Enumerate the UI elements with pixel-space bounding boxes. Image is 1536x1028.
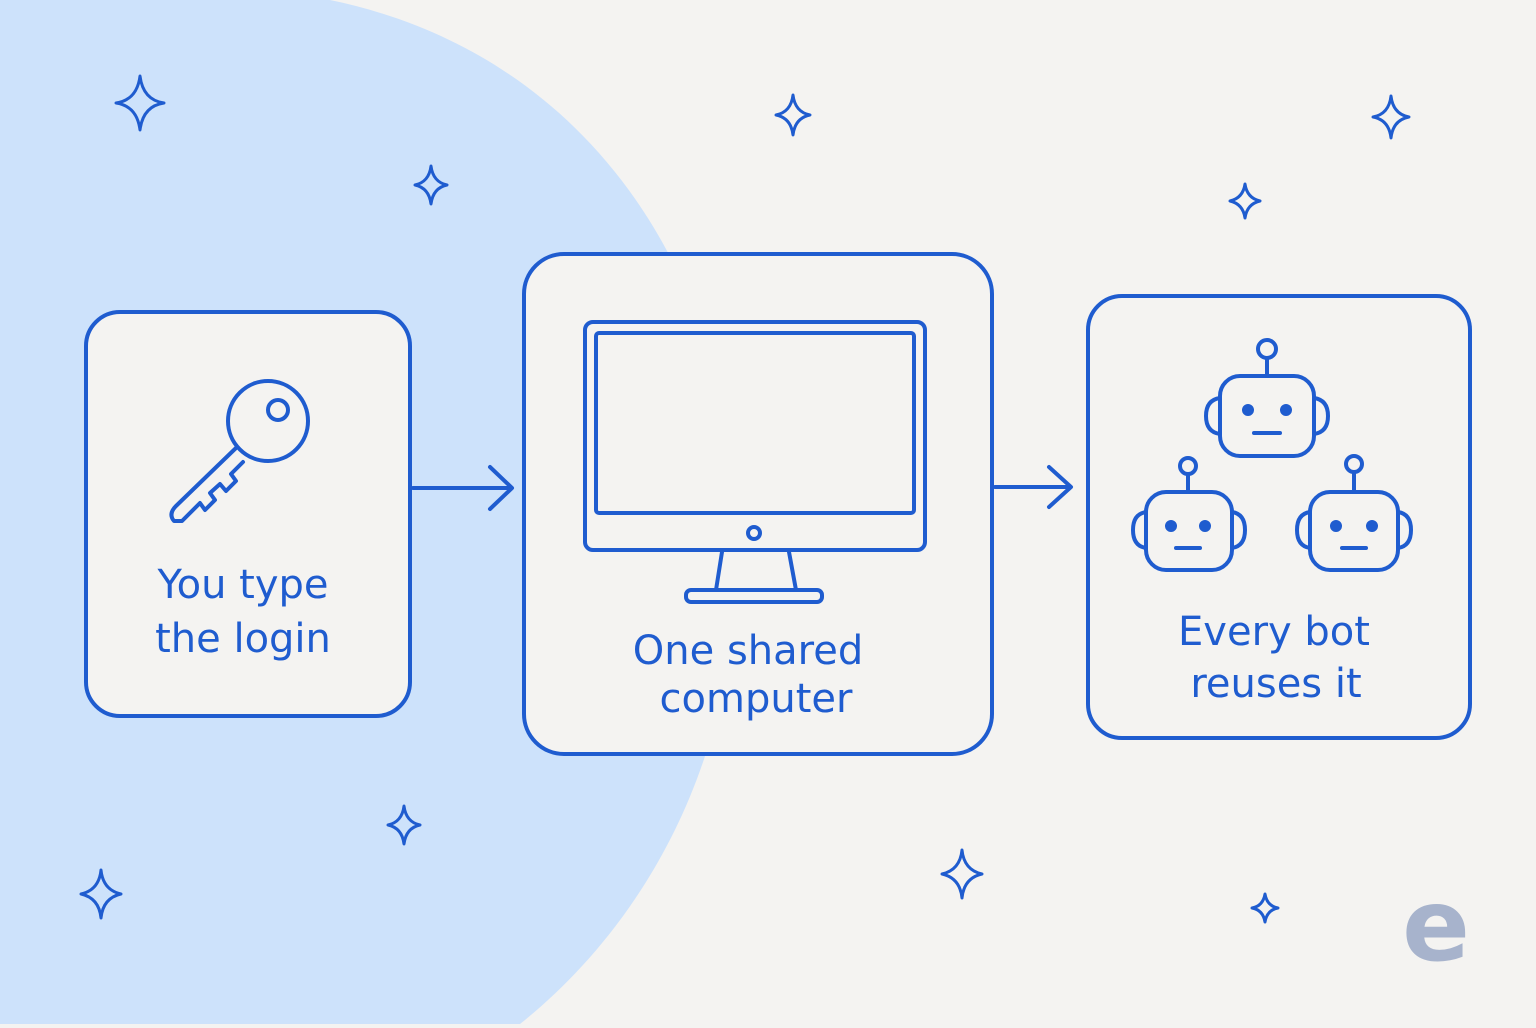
step-label-line1: One shared <box>633 628 863 674</box>
sparkle-icon <box>1228 182 1262 220</box>
robot-icon <box>1295 454 1413 572</box>
step-label-line2: computer <box>660 676 853 722</box>
sparkle-icon <box>386 804 422 846</box>
brand-logo: e <box>1402 867 1470 984</box>
sparkles <box>79 74 1411 924</box>
sparkle-icon <box>413 164 449 206</box>
sparkle-icon <box>79 868 123 920</box>
step-label-line2: the login <box>155 616 331 662</box>
step-card-computer: One shared computer <box>522 252 994 756</box>
step-label-line1: You type <box>156 562 328 608</box>
step-label-line2: reuses it <box>1190 661 1361 707</box>
robot-icon <box>1131 456 1247 572</box>
sparkle-icon <box>1250 892 1280 924</box>
robot-icon <box>1204 338 1330 458</box>
step-card-login: You type the login <box>84 310 412 718</box>
key-icon <box>169 379 310 523</box>
robots-icon <box>1131 338 1413 572</box>
sparkle-icon <box>1371 94 1411 140</box>
sparkle-icon <box>114 74 166 132</box>
step-label-line1: Every bot <box>1178 609 1370 655</box>
step-card-bots: Every bot reuses it <box>1086 294 1472 740</box>
sparkle-icon <box>774 93 812 137</box>
arrow-icon <box>993 465 1073 509</box>
arrow-icon <box>411 465 514 511</box>
sparkle-icon <box>940 848 984 900</box>
monitor-icon <box>583 320 927 604</box>
